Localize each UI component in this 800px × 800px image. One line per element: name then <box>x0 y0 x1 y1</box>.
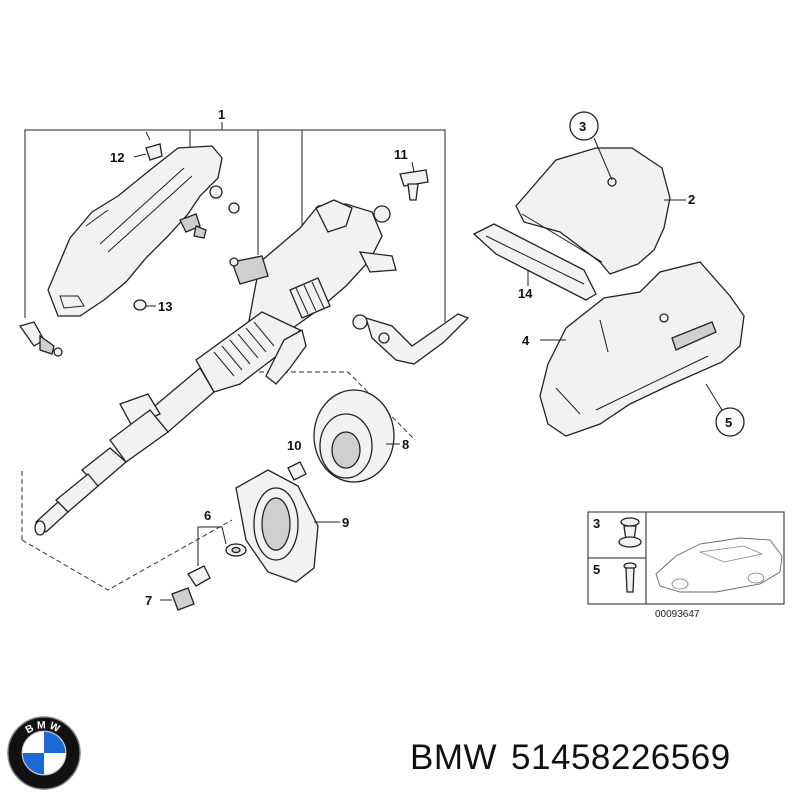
clip-6 <box>187 565 211 587</box>
part-caption: BMW 51458226569 <box>410 738 745 778</box>
inset-label-3: 3 <box>593 516 600 531</box>
callout-8: 8 <box>402 437 409 452</box>
callout-3: 3 <box>579 119 586 134</box>
svg-text:BMW: BMW <box>24 720 64 736</box>
callout-1-bracket <box>24 122 446 322</box>
column-actuator <box>229 255 269 285</box>
column-support-bracket <box>47 145 240 317</box>
callout-5: 5 <box>725 415 732 430</box>
screw-11 <box>399 169 429 201</box>
bmw-logo: BMW <box>7 716 81 790</box>
callout-3-circle <box>569 111 613 181</box>
upper-trim-2 <box>515 147 671 275</box>
disc-8 <box>313 389 395 483</box>
screw-12 <box>145 131 163 161</box>
callout-14: 14 <box>518 286 533 301</box>
nut-10 <box>287 461 307 481</box>
callout-13: 13 <box>158 299 172 314</box>
callout-1: 1 <box>218 107 225 122</box>
column-ribs <box>213 321 275 377</box>
sleeve-7 <box>171 587 195 611</box>
leader-12 <box>133 153 147 158</box>
nut-13 <box>133 299 147 311</box>
diagram-code: 00093647 <box>655 609 700 620</box>
lower-trim-4 <box>539 261 745 437</box>
fastener-inset <box>587 511 785 605</box>
callout-2: 2 <box>688 192 695 207</box>
logo-letters: BMW <box>24 720 61 736</box>
inset-label-5: 5 <box>593 562 600 577</box>
callout-9: 9 <box>342 515 349 530</box>
inset-car-thumbnail <box>655 537 783 593</box>
collar-9 <box>235 469 319 583</box>
callout-10: 10 <box>287 438 301 453</box>
inset-clip-5 <box>623 562 637 593</box>
column-lever <box>265 329 307 385</box>
callout-12: 12 <box>110 150 124 165</box>
inset-clip-3 <box>618 517 642 548</box>
washer-6 <box>225 543 247 557</box>
callout-11: 11 <box>394 147 408 162</box>
brand-name: BMW <box>410 738 498 777</box>
clamp-lever <box>352 313 470 365</box>
dashed-envelope <box>21 371 416 591</box>
steering-column <box>34 199 397 536</box>
screw-bracket-end <box>18 321 63 357</box>
callout-5-circle <box>705 383 745 437</box>
part-number: 51458226569 <box>511 738 731 777</box>
trim-strip-14 <box>472 223 597 301</box>
callout-6: 6 <box>204 508 211 523</box>
callout-7: 7 <box>145 593 152 608</box>
leader-11 <box>411 161 415 173</box>
callout-4: 4 <box>522 333 530 348</box>
column-knurl <box>289 277 331 319</box>
leader-6 <box>197 526 227 566</box>
